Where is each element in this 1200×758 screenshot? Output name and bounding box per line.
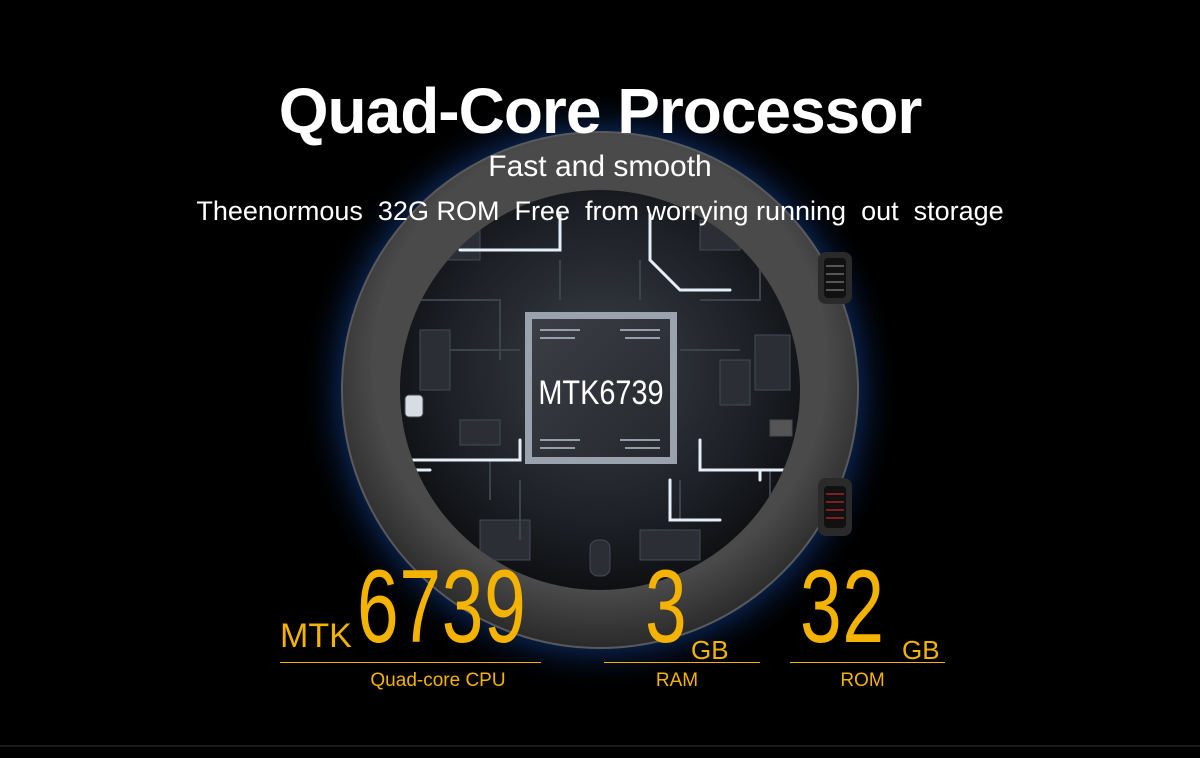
subtitle: Fast and smooth — [488, 150, 712, 183]
processor-chip-icon: MTK6739 — [525, 312, 677, 464]
cpu-prefix: MTK — [280, 617, 352, 655]
cpu-spec: MTK 6739 — [280, 555, 550, 665]
ram-value: 3 — [645, 549, 688, 665]
chip-label: MTK6739 — [538, 373, 663, 412]
cpu-caption: Quad-core CPU — [370, 670, 506, 691]
ram-rule — [604, 662, 760, 663]
rom-unit: GB — [902, 635, 940, 665]
rom-spec: 32 GB — [800, 555, 945, 665]
crown-button-icon — [818, 252, 852, 304]
ram-spec: 3 GB — [645, 555, 765, 665]
rom-value: 32 — [800, 549, 885, 665]
cpu-rule — [280, 662, 541, 663]
ram-caption: RAM — [655, 670, 699, 691]
rom-caption: ROM — [840, 670, 885, 691]
tagline: Theenormous 32G ROM Free from worrying r… — [196, 196, 1004, 226]
side-button-icon — [818, 478, 852, 536]
bottom-divider — [0, 745, 1200, 747]
cpu-value: 6739 — [357, 549, 527, 665]
rom-rule — [790, 662, 945, 663]
ram-unit: GB — [691, 635, 729, 665]
headline: Quad-Core Processor — [278, 75, 923, 147]
